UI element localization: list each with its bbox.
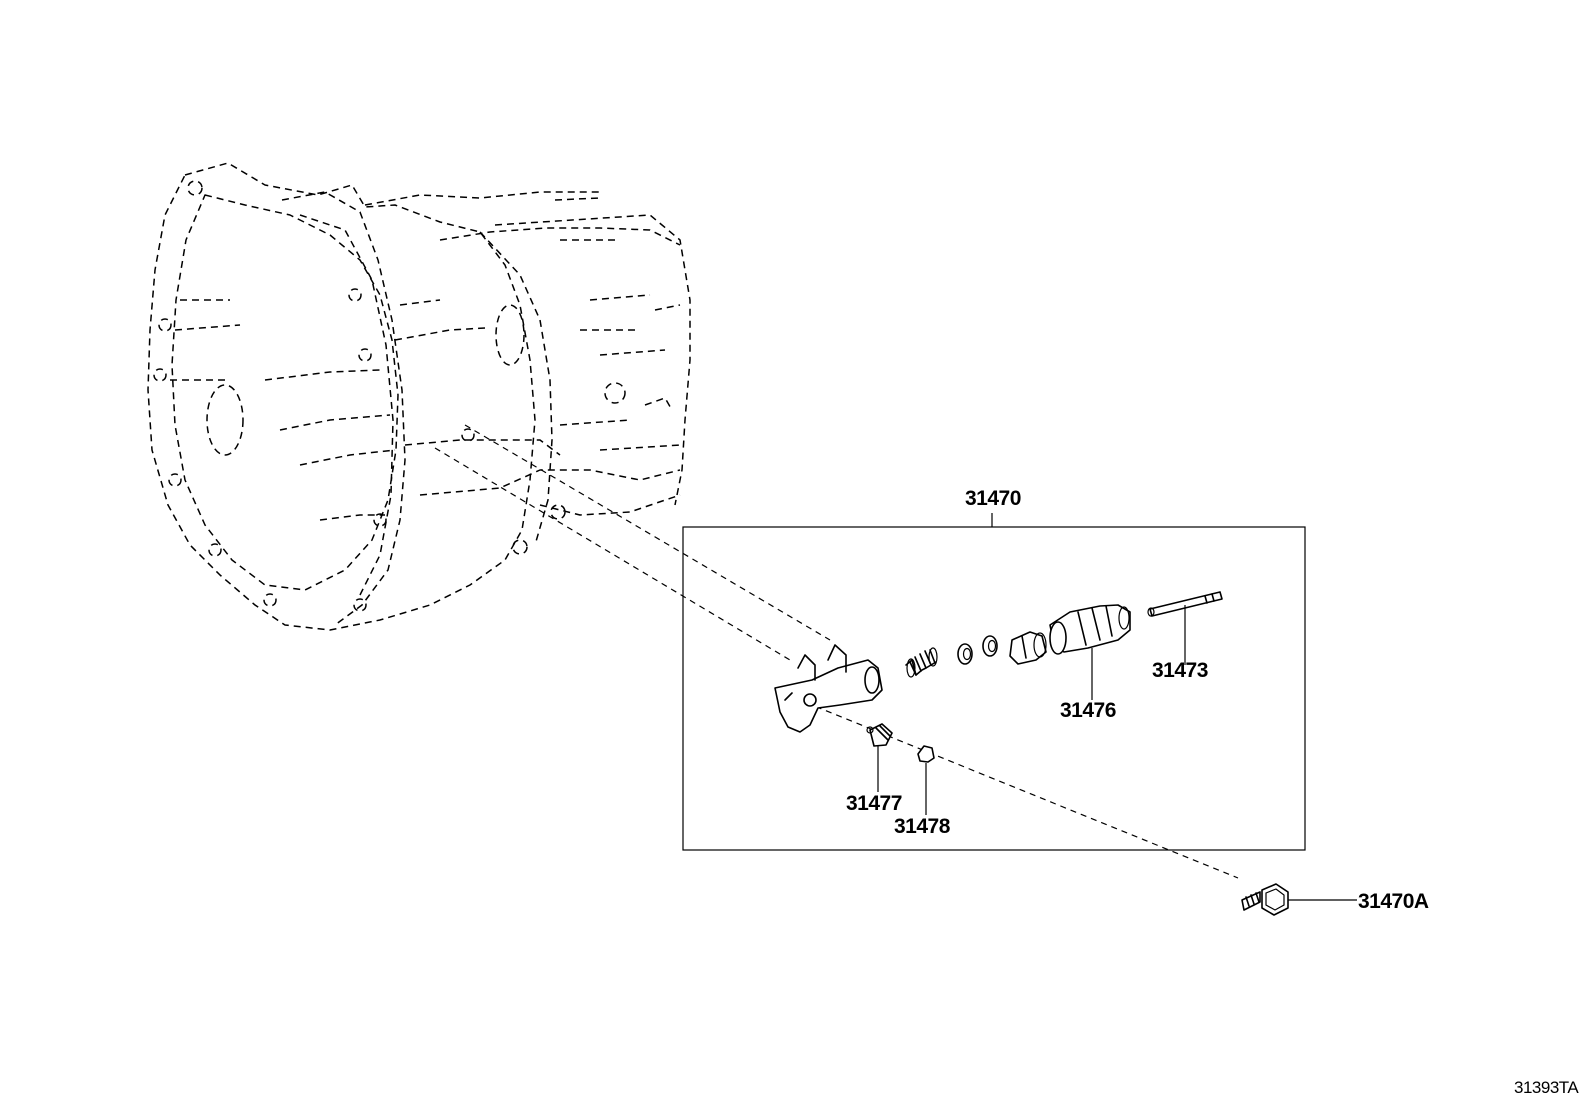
bleeder-plug-part <box>866 723 893 747</box>
label-31470: 31470 <box>965 487 1021 510</box>
label-31473: 31473 <box>1152 659 1208 682</box>
bleeder-cap-part <box>917 745 935 763</box>
piston-seal <box>982 635 998 657</box>
transmission-housing <box>147 162 691 631</box>
cup-seal <box>957 643 973 665</box>
figure-code: 31393TA <box>1514 1078 1579 1097</box>
push-rod-part <box>1147 591 1223 617</box>
bolt-part <box>1241 883 1289 916</box>
alignment-lines <box>434 424 1239 879</box>
assembly-frame <box>682 526 1306 851</box>
leader-lines <box>877 605 1357 901</box>
piston <box>1009 631 1047 665</box>
release-cylinder-body <box>774 644 883 733</box>
label-31476: 31476 <box>1060 699 1116 722</box>
label-31477: 31477 <box>846 792 902 815</box>
label-31478: 31478 <box>894 815 951 838</box>
boot-part <box>1049 604 1131 655</box>
label-31470A: 31470A <box>1358 890 1429 913</box>
spring <box>905 647 938 678</box>
